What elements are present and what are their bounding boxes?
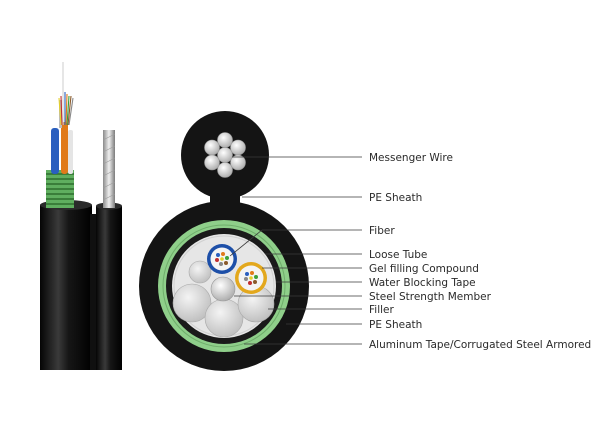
messenger-wire-strands: [204, 132, 246, 178]
cable-cross-section: [139, 111, 309, 371]
label-armor: Aluminum Tape/Corrugated Steel Armored: [369, 339, 591, 351]
label-fiber: Fiber: [369, 225, 395, 237]
label-pe-sheath-top: PE Sheath: [369, 192, 422, 204]
side-messenger-wire: [103, 130, 115, 208]
side-messenger-jacket: [96, 206, 122, 370]
armor-ring-inner-line: [162, 224, 286, 348]
cable-side-view: [40, 62, 122, 370]
label-loose-tube: Loose Tube: [369, 249, 427, 261]
fiber-bundle-blue: [215, 252, 229, 266]
side-tube-blue: [51, 128, 59, 174]
side-main-jacket: [40, 205, 92, 370]
side-messenger-strands: [102, 133, 116, 201]
label-water-blocking: Water Blocking Tape: [369, 277, 476, 289]
filler-left: [172, 283, 212, 323]
leader-lines: [229, 156, 362, 345]
side-tube-orange: [61, 122, 68, 174]
side-tube-white: [68, 130, 73, 174]
side-fibers: [58, 62, 74, 126]
fiber-bundle-yellow: [244, 271, 258, 285]
label-gel-filling: Gel filling Compound: [369, 263, 479, 275]
label-steel-member: Steel Strength Member: [369, 291, 492, 303]
side-armor-ridges: [46, 173, 74, 205]
filler-upper-left: [188, 260, 212, 284]
label-pe-sheath-outer: PE Sheath: [369, 319, 422, 331]
steel-strength-member: [210, 276, 236, 302]
labels: Messenger Wire PE Sheath Fiber Loose Tub…: [369, 152, 591, 351]
label-messenger-wire: Messenger Wire: [369, 152, 453, 164]
label-filler: Filler: [369, 304, 394, 316]
filler-bottom: [204, 298, 244, 338]
